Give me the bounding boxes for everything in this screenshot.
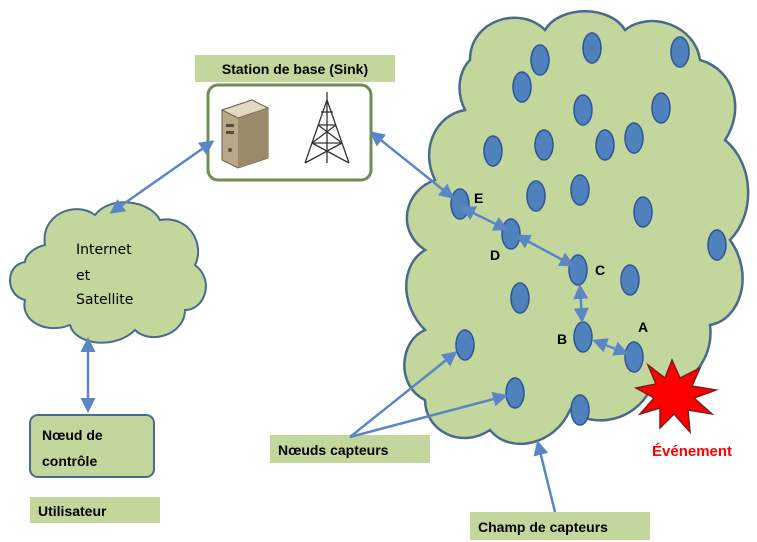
node-label-c: C [595,262,605,278]
arrow-label-node-2 [349,391,508,439]
sensor-node-a [624,341,644,373]
sensor-node [530,44,550,76]
arrow-d-c [515,234,575,267]
sensor-node [483,135,503,167]
sensor-node [534,129,554,161]
control-node-label-line1: Nœud de [42,427,103,443]
sensor-node [570,174,590,206]
event-starburst-icon [633,358,719,435]
sensor-node [651,92,671,124]
arrow-e-d [460,206,509,231]
arrow-internet-basestation [109,140,215,214]
arrow-b-a [592,338,629,356]
arrow-basestation-e [369,131,455,199]
sensor-field-label: Champ de capteurs [478,519,608,535]
arrows [80,131,629,513]
antenna-tower-icon [304,92,350,164]
sensor-node-e [450,188,470,220]
sensor-nodes-label: Nœuds capteurs [278,442,389,458]
internet-label-line2: et [76,268,91,284]
arrow-label-node-1 [349,351,458,438]
base-station-label-bg [195,55,395,82]
base-station-label: Station de base (Sink) [222,61,368,77]
arrow-c-b [573,284,589,323]
sensor-node [510,282,530,314]
internet-label-line3: Satellite [76,292,133,308]
sensor-nodes [450,32,727,426]
user-label: Utilisateur [38,503,107,519]
server-icon [220,99,270,169]
sensor-node [582,32,602,64]
event-label: Événement [652,443,732,460]
internet-cloud [9,201,207,344]
user-label-bg [30,497,160,523]
sensor-node-c [568,254,588,286]
sensor-node [526,180,546,212]
arrow-label-field [533,440,557,513]
sensor-node [505,377,525,409]
sensor-node [670,36,690,68]
sensor-node-b [573,321,593,353]
node-label-e: E [474,190,483,206]
node-label-d: D [490,247,500,263]
node-label-a: A [638,319,648,335]
sensor-node [455,329,475,361]
sensor-node [624,122,644,154]
sensor-node [620,264,640,296]
control-node-box [29,414,155,478]
node-label-b: B [557,331,567,347]
sensor-node [595,129,615,161]
sensor-node [512,71,532,103]
control-node-label-line2: contrôle [42,453,97,469]
sensor-node [570,394,590,426]
sensor-nodes-label-bg [270,435,430,463]
sensor-node-d [501,218,521,250]
sensor-field-label-bg [470,512,650,540]
base-station-box [206,83,373,182]
sensor-node [633,196,653,228]
internet-label-line1: Internet [76,242,132,258]
sensor-field-cloud [403,10,750,446]
sensor-node [573,94,593,126]
sensor-node [707,229,727,261]
